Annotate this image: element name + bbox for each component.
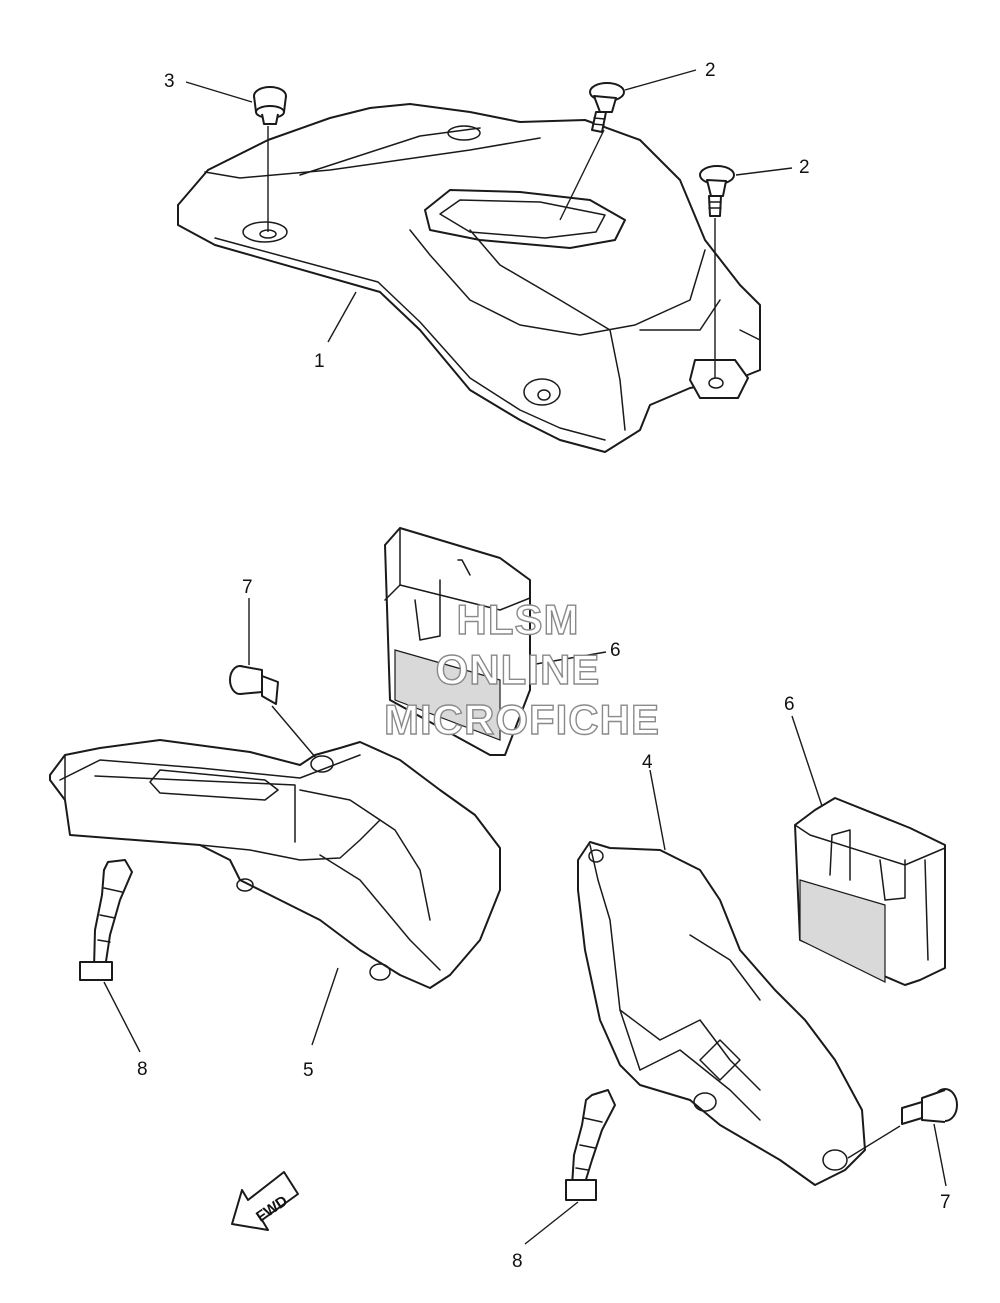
- callout-8-left: 8: [137, 1059, 148, 1080]
- watermark-line-2: ONLINE: [436, 646, 601, 693]
- callout-4: 4: [642, 752, 653, 773]
- leader-5: [311, 967, 339, 1046]
- leader-lines: [103, 69, 947, 1245]
- callout-labels: 1 2 2 3 4 5 6 6 7 7 8 8: [137, 60, 951, 1272]
- part-5-left-cover: [49, 739, 501, 989]
- leader-3: [185, 81, 253, 103]
- callout-6-right: 6: [784, 694, 795, 715]
- leader-6b: [791, 715, 823, 807]
- callout-2-upper: 2: [705, 60, 716, 81]
- callout-6-center: 6: [610, 640, 621, 661]
- leader-8a: [103, 981, 141, 1053]
- leader-4: [649, 769, 666, 851]
- part-3-grommet: [253, 86, 287, 232]
- leader-8b: [524, 1201, 579, 1245]
- leader-7b: [933, 1123, 947, 1187]
- fwd-direction-arrow: FWD: [231, 1171, 299, 1231]
- part-2-screw-upper: [559, 82, 625, 221]
- leader-2b: [735, 167, 793, 176]
- leader-1: [327, 291, 357, 343]
- part-7-bolt-left: [229, 665, 317, 759]
- callout-7-left: 7: [242, 577, 253, 598]
- part-8-clip-right: [565, 1089, 616, 1201]
- callout-3: 3: [164, 71, 175, 92]
- leader-2a: [624, 69, 697, 91]
- callout-8-right: 8: [512, 1251, 523, 1272]
- part-2-screw-right: [699, 165, 735, 378]
- callout-7-right: 7: [940, 1192, 951, 1213]
- watermark-line-1: HLSM: [457, 596, 580, 643]
- part-7-bolt-right: [847, 1088, 958, 1159]
- watermark: HLSM ONLINE MICROFICHE: [383, 595, 660, 743]
- watermark-line-3: MICROFICHE: [384, 696, 660, 743]
- leader-6a: [529, 651, 607, 666]
- part-6-ecu-box-center: [384, 527, 531, 756]
- callout-2-right: 2: [799, 157, 810, 178]
- part-4-right-cover: [577, 841, 866, 1186]
- part-6-ecu-box-right: [794, 797, 946, 986]
- part-8-clip-left: [79, 859, 133, 981]
- part-1-top-cover: [177, 103, 761, 453]
- callout-1: 1: [314, 351, 325, 372]
- callout-5: 5: [303, 1060, 314, 1081]
